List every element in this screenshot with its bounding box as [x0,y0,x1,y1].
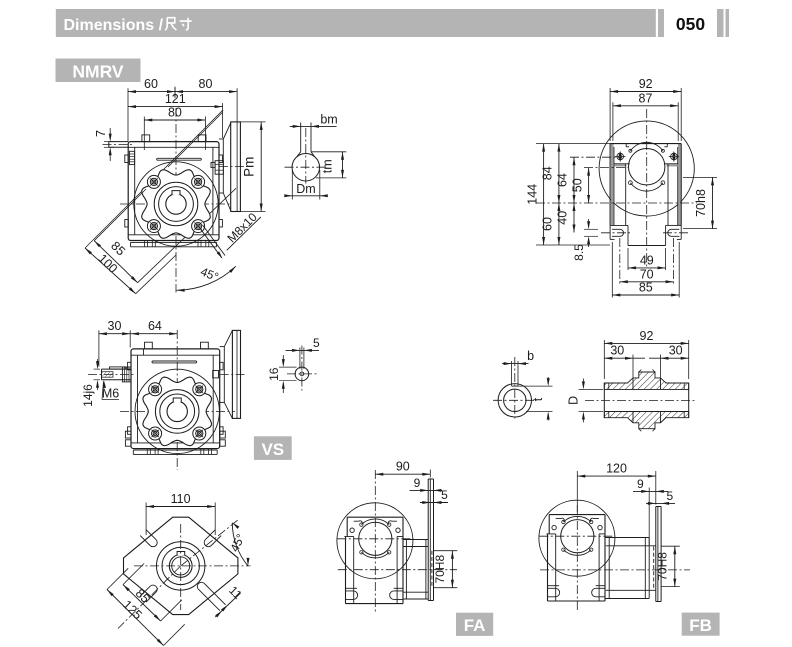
svg-text:87: 87 [639,91,653,105]
svg-text:FA: FA [464,616,486,635]
svg-text:Dimensions /: Dimensions / [64,17,164,34]
svg-text:30: 30 [108,319,122,333]
svg-text:30: 30 [610,344,624,358]
svg-text:60: 60 [144,77,158,91]
svg-text:5: 5 [313,336,320,350]
svg-text:30: 30 [669,344,683,358]
svg-text:bm: bm [320,113,337,127]
svg-text:t: t [531,397,545,401]
svg-text:64: 64 [556,173,570,187]
svg-text:40: 40 [556,211,570,225]
svg-text:64: 64 [148,319,162,333]
svg-text:144: 144 [526,184,540,205]
svg-text:70H8: 70H8 [656,552,670,581]
svg-text:70H8: 70H8 [433,555,447,584]
svg-text:80: 80 [199,77,213,91]
svg-text:85: 85 [639,281,653,295]
svg-text:121: 121 [165,92,186,106]
svg-text:FB: FB [689,616,712,635]
svg-text:tm: tm [321,159,335,173]
svg-text:Dm: Dm [296,182,315,196]
svg-text:5: 5 [441,488,448,502]
svg-text:7: 7 [94,130,108,137]
svg-text:b: b [527,349,534,363]
svg-text:NMRV: NMRV [72,62,124,82]
svg-text:45°: 45° [198,264,220,284]
svg-text:70h8: 70h8 [694,189,708,217]
svg-text:70: 70 [640,267,654,281]
svg-text:60: 60 [541,217,555,231]
svg-text:VS: VS [261,440,284,459]
svg-text:50: 50 [570,178,584,192]
svg-text:14j6: 14j6 [81,384,95,407]
svg-text:Pm: Pm [242,157,257,177]
svg-text:050: 050 [676,14,705,34]
svg-text:5: 5 [666,489,673,503]
svg-text:49: 49 [640,254,654,268]
svg-text:M6: M6 [102,387,119,401]
svg-text:9: 9 [637,477,644,491]
svg-text:90: 90 [396,460,410,474]
svg-text:110: 110 [171,492,191,506]
svg-text:D: D [567,396,581,405]
svg-text:8.5: 8.5 [572,244,586,261]
svg-text:9: 9 [414,476,421,490]
svg-text:92: 92 [639,77,653,91]
svg-text:80: 80 [168,106,182,120]
svg-text:16: 16 [267,367,281,381]
svg-text:120: 120 [606,462,627,476]
svg-text:92: 92 [640,329,654,343]
svg-text:84: 84 [541,166,555,180]
